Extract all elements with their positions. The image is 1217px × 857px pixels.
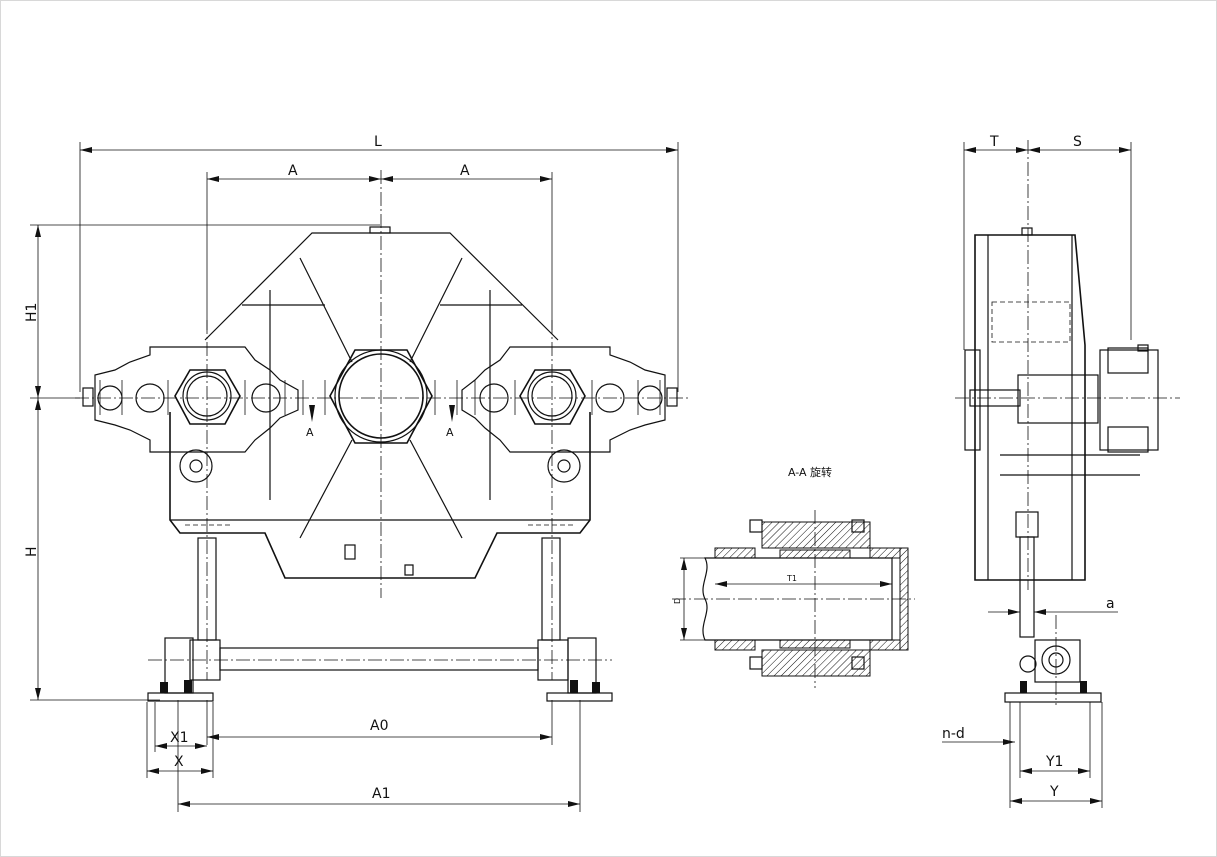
dim-A0: A0 bbox=[370, 718, 388, 734]
central-hex bbox=[329, 349, 433, 444]
side-view bbox=[955, 140, 1180, 705]
dim-Y: Y bbox=[1049, 784, 1059, 800]
shaft bbox=[702, 557, 893, 641]
dim-A-right: A bbox=[460, 163, 470, 179]
housing-ribs bbox=[242, 257, 522, 539]
front-dimensions: L A A H1 H A0 A1 X1 X bbox=[24, 134, 679, 812]
section-mark-left: A bbox=[306, 426, 314, 439]
section-title: A-A 旋转 bbox=[788, 465, 832, 479]
dim-A-left: A bbox=[288, 163, 298, 179]
side-dimensions: T S a n-d Y1 Y bbox=[942, 134, 1132, 808]
dim-X1: X1 bbox=[170, 730, 189, 746]
dim-Y1: Y1 bbox=[1045, 754, 1063, 770]
bolt-row bbox=[99, 380, 661, 415]
dim-n-d: n-d bbox=[942, 726, 965, 742]
dim-L: L bbox=[374, 134, 382, 150]
dim-T1: T1 bbox=[786, 574, 797, 583]
dim-D: D bbox=[673, 598, 682, 604]
left-module bbox=[82, 346, 299, 483]
dim-H1: H1 bbox=[24, 303, 40, 322]
dim-S: S bbox=[1073, 134, 1082, 150]
dim-a: a bbox=[1106, 596, 1115, 612]
support-legs bbox=[147, 537, 613, 702]
front-view: A A bbox=[75, 170, 690, 702]
section-mark-right: A bbox=[446, 426, 454, 439]
dim-X: X bbox=[174, 754, 184, 770]
housing-upper bbox=[204, 232, 559, 341]
dim-H: H bbox=[24, 546, 40, 557]
dim-A1: A1 bbox=[372, 786, 390, 802]
right-module bbox=[461, 346, 678, 483]
breather bbox=[369, 226, 391, 234]
dim-T: T bbox=[989, 134, 999, 150]
oil-gauge bbox=[344, 544, 356, 560]
housing-outline bbox=[169, 412, 591, 579]
drain-plug bbox=[404, 564, 414, 576]
section-view: A-A 旋转 D T1 bbox=[672, 465, 915, 688]
